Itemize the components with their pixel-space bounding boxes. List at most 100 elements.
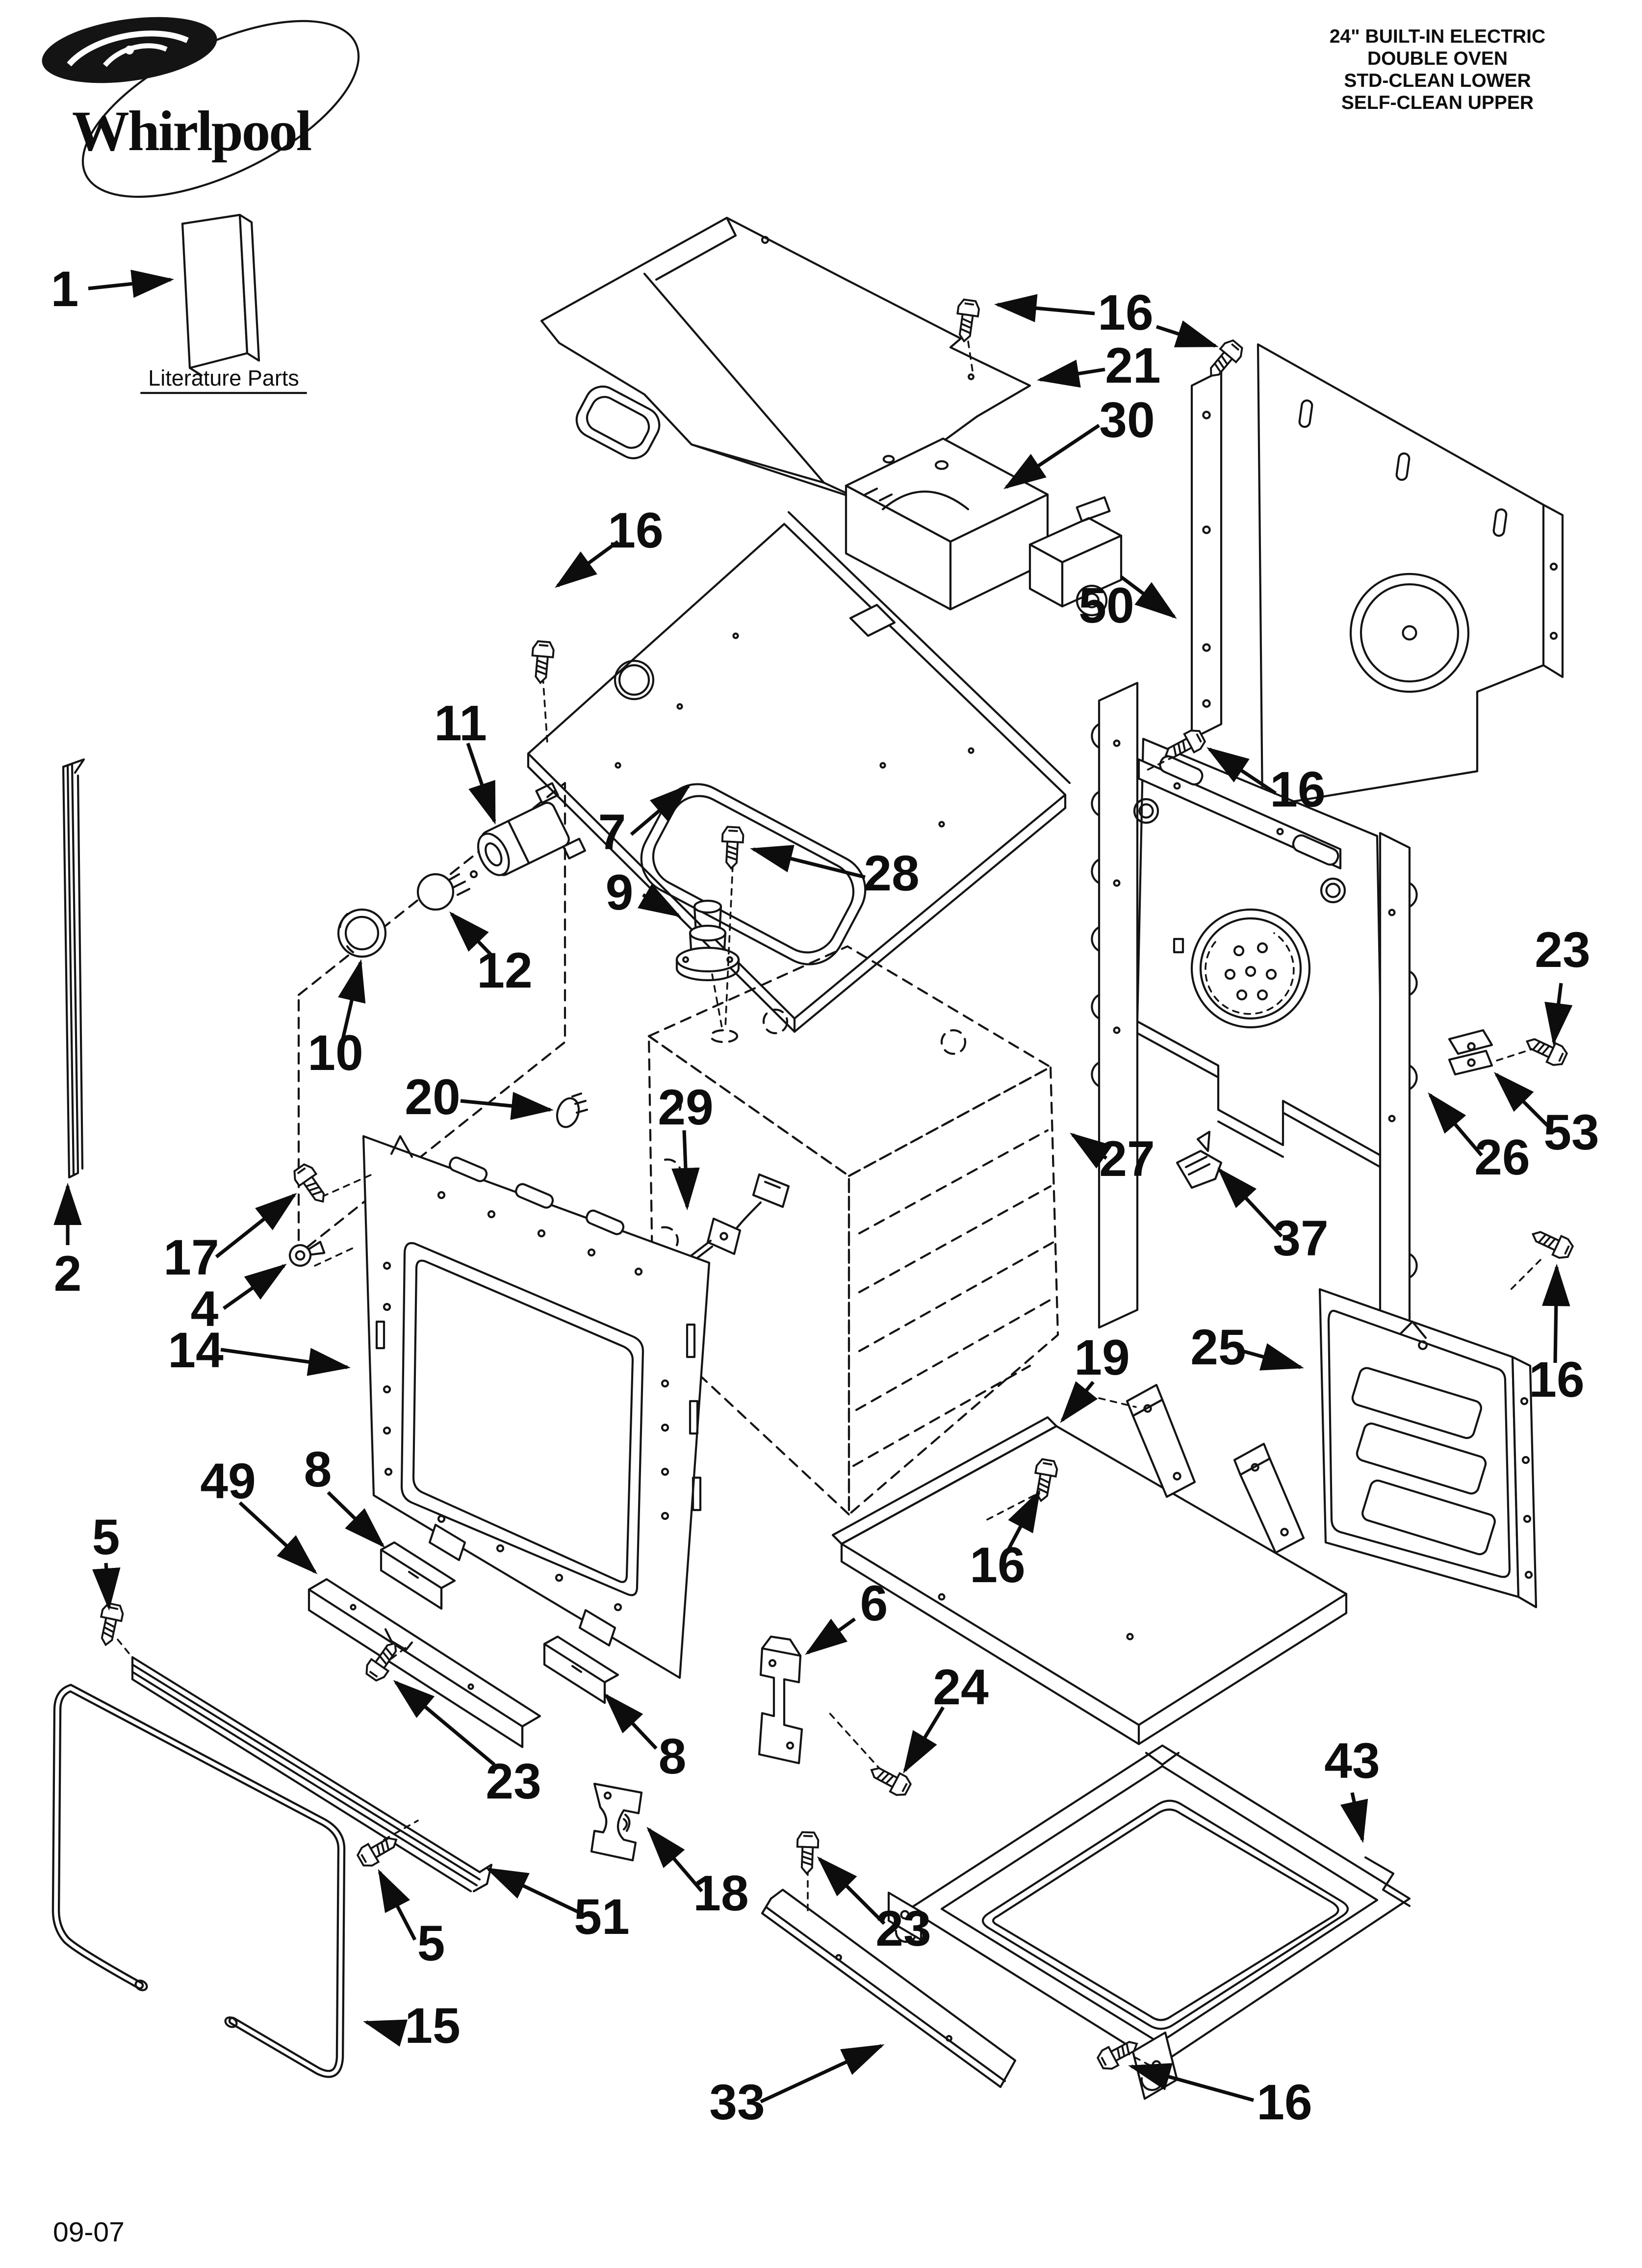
callout-18: 18 bbox=[693, 1865, 748, 1921]
callout-16d: 16 bbox=[1529, 1352, 1584, 1408]
callout-7: 7 bbox=[598, 804, 626, 860]
access-panel bbox=[1318, 1288, 1538, 1609]
callout-33: 33 bbox=[709, 2074, 765, 2130]
light-bulb bbox=[416, 870, 478, 911]
title-line-2: DOUBLE OVEN bbox=[1367, 48, 1508, 69]
arrow-7 bbox=[630, 783, 692, 836]
callout-30: 30 bbox=[1099, 392, 1155, 448]
screws bbox=[95, 298, 1576, 2073]
arrow-5-lower bbox=[378, 1869, 417, 1941]
callout-9: 9 bbox=[606, 864, 634, 920]
arrow-50 bbox=[1120, 575, 1177, 619]
literature-label: Literature Parts bbox=[148, 365, 299, 391]
arrow-20 bbox=[460, 1092, 554, 1120]
brand-wordmark: Whirlpool bbox=[72, 100, 311, 163]
spacer-block-upper bbox=[380, 1541, 456, 1610]
callout-26: 26 bbox=[1474, 1129, 1530, 1185]
insulation-rail bbox=[308, 1578, 541, 1748]
arrow-51 bbox=[485, 1867, 585, 1917]
callout-14: 14 bbox=[168, 1322, 224, 1378]
callout-19: 19 bbox=[1074, 1330, 1129, 1385]
callout-51: 51 bbox=[574, 1889, 629, 1945]
shoulder-screw-4 bbox=[288, 1241, 326, 1267]
bottom-trim bbox=[761, 1888, 1017, 2088]
callout-16f: 16 bbox=[1257, 2074, 1312, 2130]
arrow-30 bbox=[1003, 424, 1100, 489]
callout-49: 49 bbox=[200, 1453, 256, 1509]
callout-8b: 8 bbox=[659, 1728, 687, 1784]
callout-15: 15 bbox=[405, 1998, 460, 2054]
callout-5b: 5 bbox=[417, 1915, 445, 1971]
arrow-49 bbox=[238, 1501, 318, 1574]
title-line-1: 24" BUILT-IN ELECTRIC bbox=[1330, 26, 1545, 47]
callout-53: 53 bbox=[1543, 1104, 1599, 1160]
callout-16c: 16 bbox=[1270, 761, 1325, 817]
callout-29: 29 bbox=[658, 1079, 713, 1135]
leader-arrows bbox=[53, 269, 1573, 2104]
vent-grommet bbox=[675, 899, 740, 982]
callout-17: 17 bbox=[163, 1229, 219, 1285]
callout-10: 10 bbox=[308, 1025, 363, 1081]
callout-labels: 1 2 16 21 30 50 16 11 7 28 9 12 10 16 23… bbox=[51, 261, 1599, 2130]
control-box bbox=[845, 437, 1123, 617]
front-frame bbox=[362, 1135, 711, 1679]
arrow-19 bbox=[1060, 1381, 1098, 1423]
door-gasket bbox=[51, 1684, 346, 2078]
callout-16e: 16 bbox=[970, 1537, 1025, 1593]
callout-50: 50 bbox=[1078, 577, 1134, 633]
arrow-21 bbox=[1036, 360, 1105, 388]
arrow-8-lower bbox=[604, 1693, 658, 1750]
arrow-53 bbox=[1493, 1071, 1552, 1130]
arrow-25 bbox=[1237, 1343, 1304, 1371]
callout-20: 20 bbox=[405, 1069, 460, 1125]
arrow-33 bbox=[760, 2044, 885, 2104]
whirlpool-logo: Whirlpool bbox=[42, 17, 360, 198]
page-title: 24" BUILT-IN ELECTRIC DOUBLE OVEN STD-CL… bbox=[1330, 26, 1545, 113]
arrow-16-deck bbox=[555, 540, 619, 588]
callout-21: 21 bbox=[1105, 338, 1160, 393]
arrow-16-shelf bbox=[1000, 1489, 1041, 1563]
arrow-8-upper bbox=[327, 1491, 385, 1548]
arrow-11 bbox=[466, 742, 496, 825]
latch-bracket bbox=[590, 1782, 643, 1862]
light-socket bbox=[477, 782, 586, 876]
callout-23a: 23 bbox=[1535, 922, 1590, 978]
arrow-23-rail bbox=[393, 1680, 496, 1766]
callout-25: 25 bbox=[1190, 1319, 1246, 1375]
callout-27: 27 bbox=[1099, 1131, 1155, 1187]
title-line-4: SELF-CLEAN UPPER bbox=[1341, 92, 1534, 113]
callout-11: 11 bbox=[434, 695, 487, 751]
callout-5a: 5 bbox=[92, 1509, 120, 1565]
callout-23c: 23 bbox=[875, 1901, 931, 1956]
callout-43: 43 bbox=[1324, 1733, 1380, 1789]
arrow-18 bbox=[646, 1826, 703, 1893]
arrow-5-upper bbox=[92, 1563, 121, 1611]
side-trim-strip bbox=[62, 758, 85, 1179]
arrow-24 bbox=[903, 1706, 945, 1774]
arrow-6 bbox=[805, 1617, 856, 1655]
callout-4: 4 bbox=[191, 1281, 219, 1337]
arrow-4 bbox=[222, 1263, 287, 1310]
arrow-12 bbox=[449, 911, 494, 958]
mid-shelf bbox=[831, 1383, 1348, 1746]
arrow-23-right bbox=[1544, 983, 1573, 1046]
spacer-block-lower bbox=[543, 1635, 619, 1704]
sensor bbox=[659, 1173, 790, 1286]
arrow-15 bbox=[363, 2019, 408, 2047]
light-lens bbox=[337, 908, 387, 958]
callout-12: 12 bbox=[477, 942, 532, 998]
arrow-16-top-right bbox=[1155, 320, 1219, 348]
arrow-17 bbox=[215, 1193, 297, 1258]
callout-37: 37 bbox=[1273, 1210, 1328, 1266]
arrow-16-access bbox=[1541, 1263, 1570, 1363]
arrow-9 bbox=[638, 884, 682, 917]
arrow-23-bottom bbox=[817, 1856, 886, 1925]
callout-24: 24 bbox=[933, 1659, 989, 1715]
arrow-10 bbox=[338, 959, 366, 1040]
arrow-28 bbox=[750, 845, 866, 879]
logo-ellipse bbox=[81, 20, 360, 198]
arrow-16-pan bbox=[1128, 2063, 1254, 2102]
oven-cavity bbox=[647, 945, 1059, 1516]
date-code: 09-07 bbox=[53, 2216, 125, 2248]
callout-8a: 8 bbox=[304, 1441, 332, 1497]
